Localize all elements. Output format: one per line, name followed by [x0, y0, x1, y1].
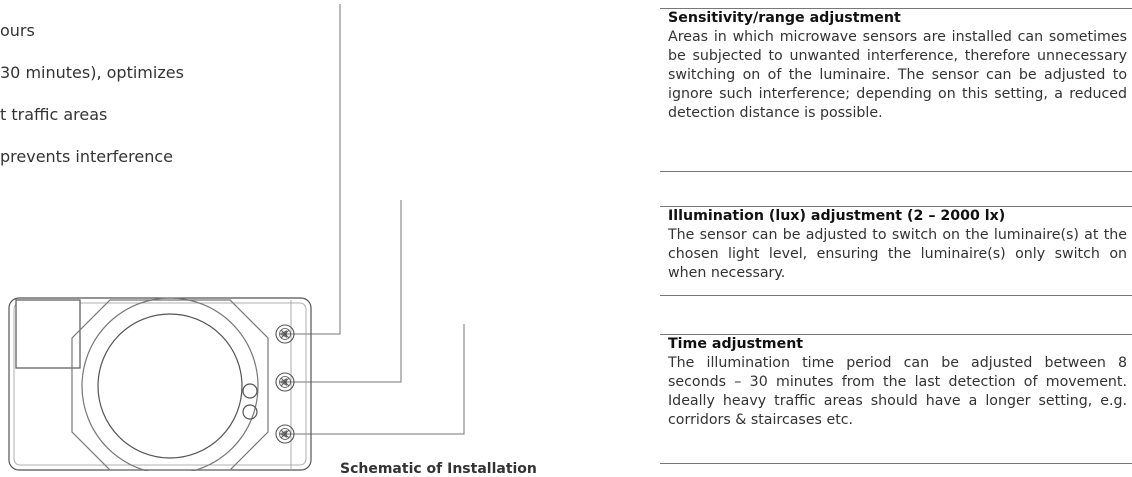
- feature-item: 30 minutes), optimizes: [0, 63, 184, 82]
- callout-title: Time adjustment: [668, 336, 804, 352]
- callout-text: The illumination time period can be adju…: [668, 355, 1127, 428]
- adjust-screw-icon[interactable]: [275, 424, 295, 444]
- callout-text: Areas in which microwave sensors are ins…: [668, 29, 1127, 121]
- adjust-screw-icon[interactable]: [275, 324, 295, 344]
- leader-line-sensitivity: [284, 4, 341, 335]
- led-indicator-icon: [242, 383, 258, 420]
- diagram-caption: Schematic of Installation: [340, 461, 537, 477]
- callout-text: The sensor can be adjusted to switch on …: [668, 227, 1127, 281]
- callout-title: Illumination (lux) adjustment (2 – 2000 …: [668, 208, 1006, 224]
- callout-sensitivity: Sensitivity/range adjustment Areas in wh…: [660, 8, 1132, 172]
- callout-time: Time adjustment The illumination time pe…: [660, 334, 1132, 464]
- leader-line-time: [284, 324, 465, 435]
- callout-title: Sensitivity/range adjustment: [668, 10, 901, 26]
- arrow-head-icon: [279, 378, 287, 386]
- arrow-head-icon: [279, 430, 287, 438]
- adjust-screw-icon[interactable]: [275, 372, 295, 392]
- callout-illumination: Illumination (lux) adjustment (2 – 2000 …: [660, 206, 1132, 296]
- leader-arrows: [279, 330, 287, 438]
- feature-item: ours: [0, 21, 35, 40]
- leader-lines: [284, 4, 465, 435]
- leader-line-illumination: [284, 200, 402, 383]
- sensor-body-icon: [8, 297, 312, 471]
- arrow-head-icon: [279, 330, 287, 338]
- feature-item: t traffic areas: [0, 105, 108, 124]
- feature-item: prevents interference: [0, 147, 173, 166]
